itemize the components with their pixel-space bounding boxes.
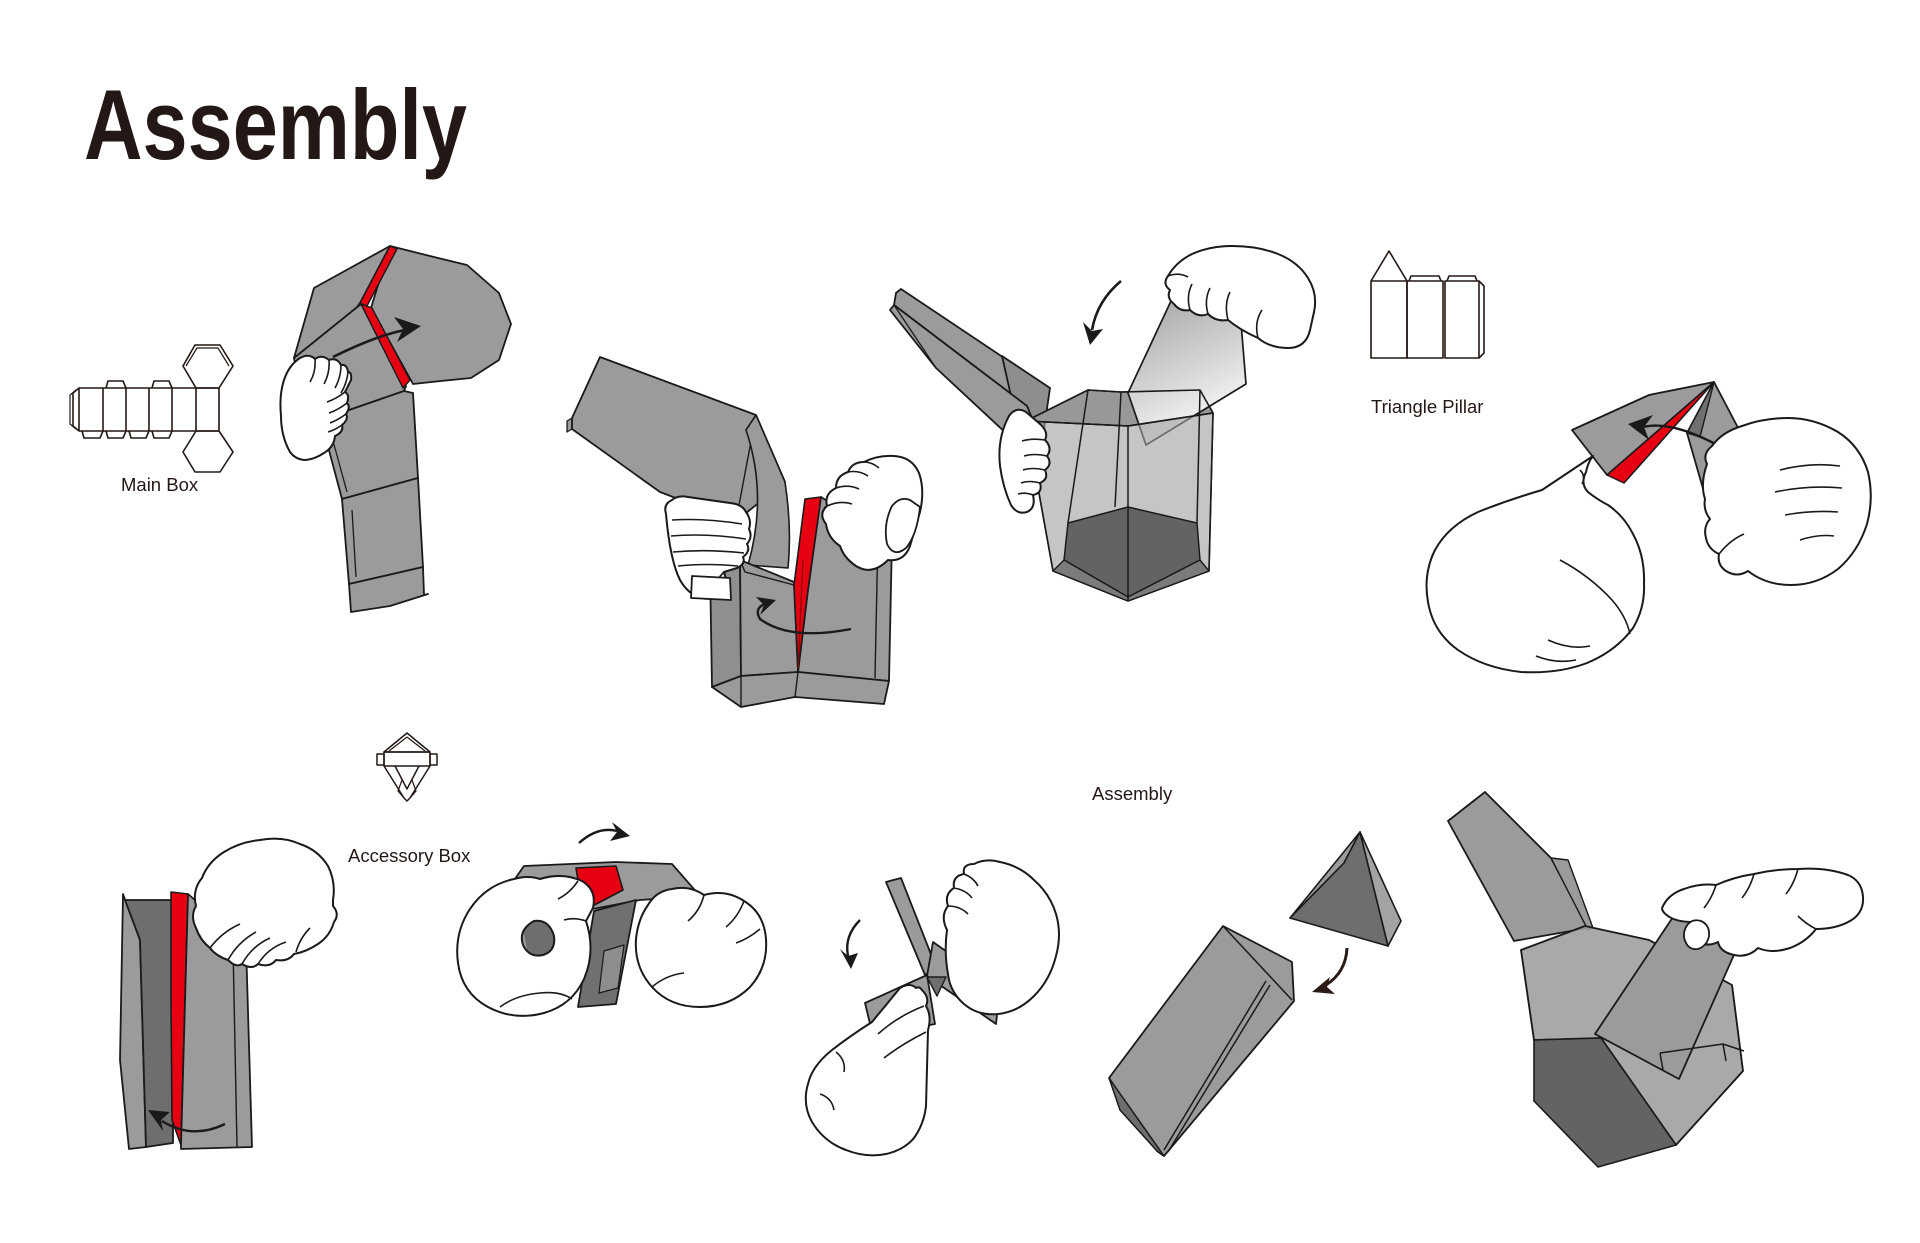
svg-text:Main Box: Main Box bbox=[121, 474, 199, 495]
svg-text:Accessory Box: Accessory Box bbox=[348, 845, 471, 866]
svg-text:Assembly: Assembly bbox=[1092, 783, 1173, 804]
svg-text:Triangle Pillar: Triangle Pillar bbox=[1371, 396, 1483, 417]
svg-text:Assembly: Assembly bbox=[84, 69, 467, 180]
